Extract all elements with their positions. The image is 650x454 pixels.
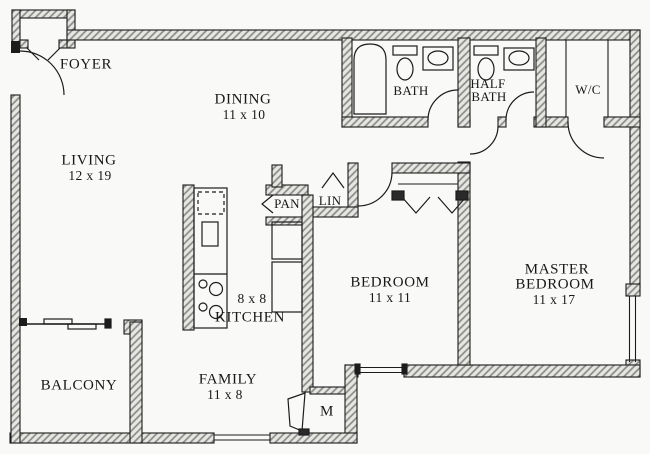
bath-door-arc bbox=[427, 89, 459, 121]
room-label-dining: DINING bbox=[214, 91, 272, 108]
fixtures bbox=[20, 40, 609, 436]
wc-door-arc bbox=[567, 121, 605, 159]
room-dims-kitchen: 8 x 8 bbox=[237, 291, 267, 306]
room-label-bedroom: BEDROOM bbox=[350, 274, 430, 291]
room-label-master-1: MASTER bbox=[524, 261, 590, 278]
m-closet-wall bbox=[344, 364, 358, 444]
master-right-window bbox=[628, 296, 637, 362]
toilet bbox=[473, 45, 499, 81]
balcony-wall bbox=[129, 321, 143, 444]
family-bottom-window bbox=[214, 434, 270, 441]
exterior-wall-top bbox=[66, 29, 641, 41]
exterior-wall-left bbox=[10, 94, 21, 444]
kitchen-cabinet bbox=[271, 261, 303, 313]
foyer-closet-wall bbox=[66, 9, 76, 49]
closet-jamb bbox=[391, 190, 405, 201]
room-dims-family: 11 x 8 bbox=[207, 387, 243, 402]
room-label-living: LIVING bbox=[61, 152, 117, 169]
room-dims-master: 11 x 17 bbox=[532, 292, 576, 307]
slider-jamb bbox=[19, 318, 27, 326]
bathroom-sink bbox=[422, 46, 454, 71]
refrigerator bbox=[271, 221, 303, 260]
halfbath-door-arc bbox=[505, 91, 535, 121]
wc-closet-lines bbox=[565, 40, 609, 117]
bathroom-sink bbox=[503, 47, 535, 71]
room-label-family: FAMILY bbox=[198, 371, 258, 388]
bath-left-wall bbox=[341, 37, 353, 128]
m-closet-wall bbox=[309, 386, 348, 395]
room-label-foyer: FOYER bbox=[59, 56, 113, 73]
room-label-half-bath-1: HALF bbox=[470, 76, 506, 91]
exterior-wall-bottom bbox=[9, 432, 215, 444]
bedroom-door-arc bbox=[357, 171, 393, 207]
room-label-bath: BATH bbox=[393, 83, 429, 98]
room-dims-living: 12 x 19 bbox=[68, 168, 112, 183]
windows bbox=[214, 296, 637, 441]
room-label-half-bath-2: BATH bbox=[471, 89, 507, 104]
bath-bottom-wall bbox=[341, 116, 429, 128]
bath-bottom-wall bbox=[603, 116, 641, 128]
pantry-door bbox=[261, 194, 274, 214]
exterior-wall-bottom bbox=[403, 364, 641, 378]
m-closet-door bbox=[287, 392, 306, 432]
door-jamb bbox=[11, 41, 20, 53]
exterior-wall-bottom bbox=[269, 432, 358, 444]
room-label-pantry: PAN bbox=[274, 196, 300, 211]
sliding-glass-door bbox=[20, 318, 112, 330]
m-door-jamb bbox=[298, 428, 310, 436]
walls bbox=[9, 9, 641, 444]
doors bbox=[19, 47, 605, 432]
master-door-arc bbox=[469, 125, 499, 155]
bath-halfbath-wall bbox=[457, 37, 471, 128]
closet-bifold-door bbox=[401, 196, 431, 214]
closet-jamb bbox=[455, 190, 469, 201]
room-label-mechanical: M bbox=[320, 403, 334, 420]
bedroom-top-wall bbox=[391, 162, 471, 174]
pantry-wall bbox=[265, 184, 309, 196]
foyer-closet-wall bbox=[11, 9, 76, 19]
room-label-master-2: BEDROOM bbox=[515, 276, 595, 293]
room-dims-dining: 11 x 10 bbox=[222, 107, 266, 122]
entry-door-arc bbox=[19, 50, 65, 96]
window-jamb bbox=[625, 283, 641, 297]
linen-bifold-door bbox=[321, 171, 345, 189]
room-label-kitchen: KITCHEN bbox=[214, 309, 286, 326]
bedroom-master-wall bbox=[457, 161, 471, 366]
room-label-balcony: BALCONY bbox=[40, 377, 118, 394]
halfbath-wc-wall bbox=[535, 37, 547, 128]
kitchen-bedroom-wall bbox=[301, 194, 314, 393]
room-label-wc: W/C bbox=[575, 82, 601, 97]
kitchen-counter bbox=[193, 187, 228, 329]
toilet bbox=[392, 45, 418, 81]
door-jamb bbox=[19, 39, 29, 49]
kitchen-wall bbox=[182, 184, 195, 331]
closet-door-leaf bbox=[47, 47, 61, 61]
room-dims-bedroom: 11 x 11 bbox=[368, 290, 412, 305]
dishwasher bbox=[197, 191, 225, 215]
bathtub bbox=[353, 43, 387, 115]
kitchen-sink bbox=[201, 221, 219, 247]
room-label-linen: LIN bbox=[318, 193, 342, 208]
bath-bottom-wall bbox=[497, 116, 507, 128]
closet-bifold-door bbox=[437, 196, 467, 214]
hall-wall-stub bbox=[271, 164, 283, 188]
stove-burners bbox=[198, 279, 224, 320]
door-jamb bbox=[58, 39, 68, 49]
exterior-wall-right bbox=[629, 29, 641, 289]
bedroom-bottom-window bbox=[354, 363, 408, 375]
closet-door-leaf bbox=[26, 47, 40, 61]
